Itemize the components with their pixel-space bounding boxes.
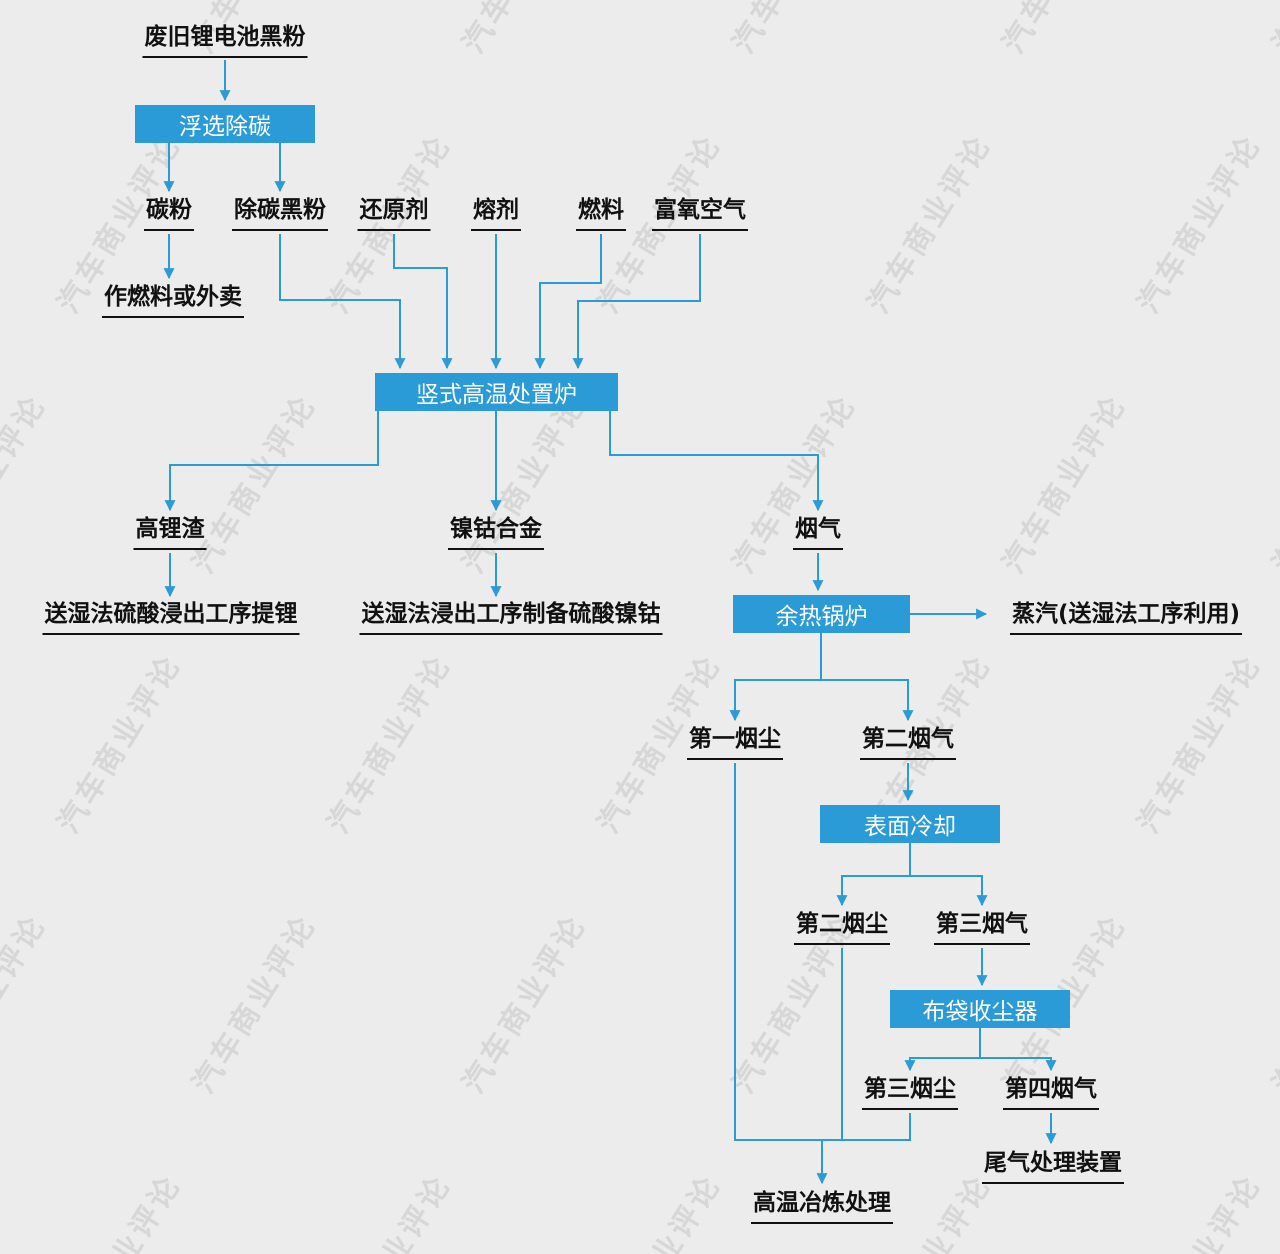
node-reducing-agent: 还原剂	[357, 197, 431, 231]
node-fuel: 燃料	[576, 197, 626, 231]
box-bag-collector: 布袋收尘器	[890, 990, 1070, 1028]
box-surface-cooling: 表面冷却	[820, 805, 1000, 843]
node-steam: 蒸汽(送湿法工序利用)	[1009, 601, 1243, 635]
node-dust-2: 第二烟尘	[794, 911, 890, 945]
node-smelting: 高温冶炼处理	[751, 1190, 893, 1224]
node-carbon-powder: 碳粉	[144, 197, 194, 231]
arrow-decarbon-to-furnace	[279, 234, 406, 370]
node-dust-1: 第一烟尘	[687, 726, 783, 760]
node-gas-4: 第四烟气	[1003, 1076, 1099, 1110]
box-furnace: 竖式高温处置炉	[375, 373, 618, 411]
node-lithium-slag: 高锂渣	[133, 516, 207, 550]
box-waste-heat-boiler: 余热锅炉	[733, 595, 910, 633]
arrow-fuel-to-furnace	[534, 234, 602, 370]
node-flue-gas: 烟气	[793, 516, 843, 550]
node-tail-gas-unit: 尾气处理装置	[982, 1150, 1124, 1184]
arrow-reducing-to-furnace	[393, 234, 453, 370]
node-flux: 熔剂	[471, 197, 521, 231]
box-flotation: 浮选除碳	[135, 105, 315, 143]
node-gas-2: 第二烟气	[860, 726, 956, 760]
arrow-oxygen-to-furnace	[572, 234, 701, 370]
node-fuel-or-sale: 作燃料或外卖	[102, 284, 244, 318]
arrow-furnace-to-fluegas	[609, 411, 824, 512]
node-dust-3: 第三烟尘	[862, 1076, 958, 1110]
node-oxygen-air: 富氧空气	[652, 197, 748, 231]
node-lithium-extraction: 送湿法硫酸浸出工序提锂	[42, 601, 300, 635]
node-gas-3: 第三烟气	[934, 911, 1030, 945]
node-nickel-cobalt-sulfate: 送湿法浸出工序制备硫酸镍钴	[359, 601, 663, 635]
arrow-furnace-to-slag	[164, 411, 379, 512]
node-nickel-cobalt-alloy: 镍钴合金	[448, 516, 544, 550]
node-decarbon-powder: 除碳黑粉	[232, 197, 328, 231]
node-source: 废旧锂电池黑粉	[142, 24, 308, 58]
